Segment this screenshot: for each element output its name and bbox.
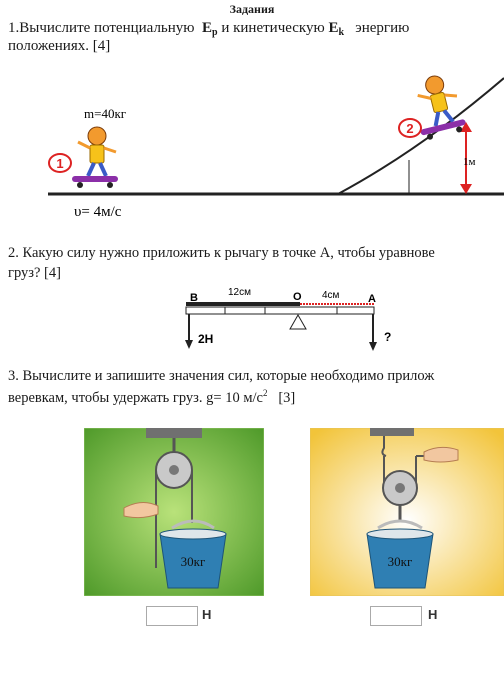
point-b-label: B [190,292,198,304]
skater-2 [417,75,466,140]
point-a-label: A [368,293,376,305]
task2-line2: груз? [4] [8,265,61,281]
pulley-panel-1: 30кг [84,428,264,596]
task3-line2-text: веревкам, чтобы удержать груз. g= 10 м/с [8,389,263,406]
ep-subscript: p [212,27,218,38]
pulley-panel-2: 30кг [310,428,504,596]
task1-line1: 1.Вычислите потенциальную [8,20,195,36]
task1-and: и кинетическую [221,20,325,36]
load-2-label: 30кг [388,554,413,569]
position-2-marker [398,118,422,138]
height-arrow-top [460,122,472,132]
skater-1 [72,126,118,188]
speed-label: υ= 4м/с [74,204,122,220]
height-arrow-bottom [460,184,472,194]
ek-subscript: k [338,27,345,38]
position-1-label: 1 [56,156,63,171]
task3-tail: [3] [278,389,296,406]
position-1-marker [48,153,72,173]
ceiling-mount-1 [146,428,202,438]
hand-2-icon [423,446,459,463]
answer-input-1[interactable] [146,606,198,626]
load-1-label: 30кг [181,554,206,569]
ramp-curve [337,77,504,195]
tasks-title: Задания [229,2,275,16]
ceiling-mount-2 [370,428,414,436]
ek-symbol: E [328,20,339,36]
fulcrum [289,313,307,330]
force-left-label: 2Н [198,332,213,346]
task1-line2: положениях. [4] [8,38,111,54]
lever-diagram: B O A 12см 4см 2Н ? [185,287,391,351]
hand-1-icon [123,502,159,519]
mass-label: m=40кг [84,106,126,121]
dist-right-label: 4см [322,290,340,301]
task3-sup: 2 [262,388,268,398]
task1-text: 1.Вычислите потенциальную Ep и кинетичес… [8,18,409,43]
task3-line1: 3. Вычислите и запишите значения сил, ко… [8,368,435,384]
task2-line1: 2. Какую силу нужно приложить к рычагу в… [8,245,435,261]
force-right-label: ? [384,330,391,344]
skater-diagram: 1 2 m=40кг υ= 4м/с 1м [48,75,504,220]
point-o-label: O [293,291,302,303]
lever-bar [185,306,375,315]
answer-unit-1: Н [202,607,212,622]
task1-tail: энергию [355,20,410,36]
task3-line2: веревкам, чтобы удержать груз. g= 10 м/с… [8,388,295,407]
position-2-label: 2 [406,121,413,136]
height-label: 1м [463,156,476,168]
dist-left-label: 12см [228,287,251,298]
answer-input-2[interactable] [370,606,422,626]
answer-unit-2: Н [428,607,438,622]
ep-symbol: E [202,20,213,36]
